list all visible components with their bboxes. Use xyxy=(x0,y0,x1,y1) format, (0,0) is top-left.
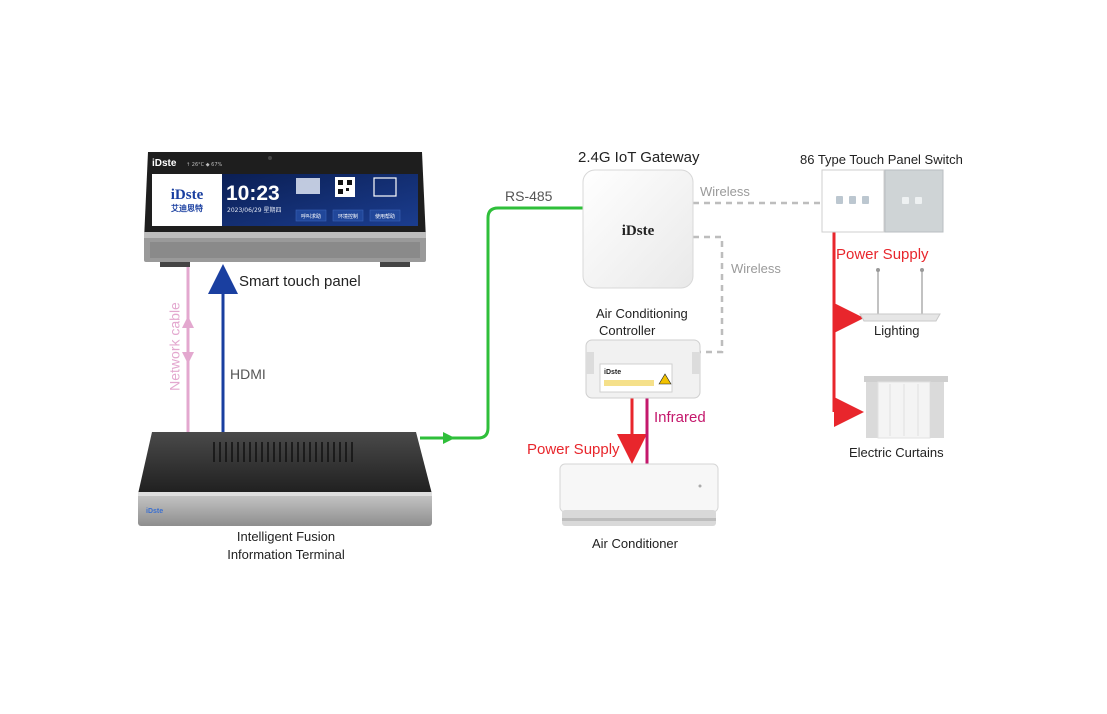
switch-title: 86 Type Touch Panel Switch xyxy=(800,152,963,167)
curtains-label: Electric Curtains xyxy=(849,445,944,460)
wireless-label-right: Wireless xyxy=(731,261,781,276)
lighting-label: Lighting xyxy=(874,323,920,338)
rs485-line xyxy=(420,206,583,440)
hdmi-label: HDMI xyxy=(230,366,266,382)
touch-switch-white xyxy=(821,169,885,233)
gateway-logo: iDste xyxy=(622,223,655,239)
wireless-line-controller xyxy=(693,235,724,354)
wireless-label-top: Wireless xyxy=(700,184,750,199)
fusion-terminal xyxy=(138,432,432,526)
terminal-logo: iDste xyxy=(146,508,163,515)
terminal-label-1: Intelligent Fusion xyxy=(236,529,336,544)
speaker-grille xyxy=(150,242,420,258)
terminal-vent xyxy=(213,442,353,462)
ac-controller-label-1: Air Conditioning xyxy=(596,306,688,321)
rs485-label: RS-485 xyxy=(505,188,553,204)
panel-screen-time: 10:23 xyxy=(226,182,280,205)
electric-curtains-device xyxy=(864,376,948,439)
touch-switch-gray xyxy=(884,169,944,233)
air-conditioner-device xyxy=(559,463,719,526)
panel-monitor-icon xyxy=(373,177,397,197)
panel-button-env: 环境控制 xyxy=(338,213,358,220)
ac-controller-device xyxy=(585,339,701,399)
power-line-curtains xyxy=(832,397,864,427)
panel-bezel-logo: iDste xyxy=(152,158,177,169)
panel-screen-brand-cn: 艾迪思特 xyxy=(171,203,203,213)
smart-panel-label: Smart touch panel xyxy=(239,273,361,290)
lighting-device xyxy=(859,268,941,322)
network-cable-label: Network cable xyxy=(166,302,183,391)
power-supply-right-label: Power Supply xyxy=(836,246,929,263)
iot-gateway-device xyxy=(582,169,694,289)
air-conditioner-label: Air Conditioner xyxy=(592,536,678,551)
infrared-label: Infrared xyxy=(654,409,706,426)
rs485-arrow xyxy=(443,432,455,444)
panel-button-guide: 使用帮助 xyxy=(375,213,395,220)
panel-logo-tile xyxy=(152,174,222,226)
gateway-title: 2.4G IoT Gateway xyxy=(578,149,700,166)
network-cable-arrow-down xyxy=(182,352,194,364)
panel-screen-date: 2023/06/29 星期四 xyxy=(227,206,282,214)
panel-status-text: ↑ 26°C ◆ 67% xyxy=(186,162,223,168)
smart-touch-panel xyxy=(144,152,426,267)
ac-controller-label-2: Controller xyxy=(599,323,656,338)
panel-screen-brand: iDste xyxy=(171,187,204,203)
power-supply-ac-label: Power Supply xyxy=(527,441,620,458)
network-cable-arrow-up xyxy=(182,316,194,328)
panel-call-icon xyxy=(296,178,320,194)
terminal-label-2: Information Terminal xyxy=(227,547,345,562)
ac-controller-logo: iDste xyxy=(604,369,621,376)
panel-button-help: 呼叫求助 xyxy=(301,213,321,220)
